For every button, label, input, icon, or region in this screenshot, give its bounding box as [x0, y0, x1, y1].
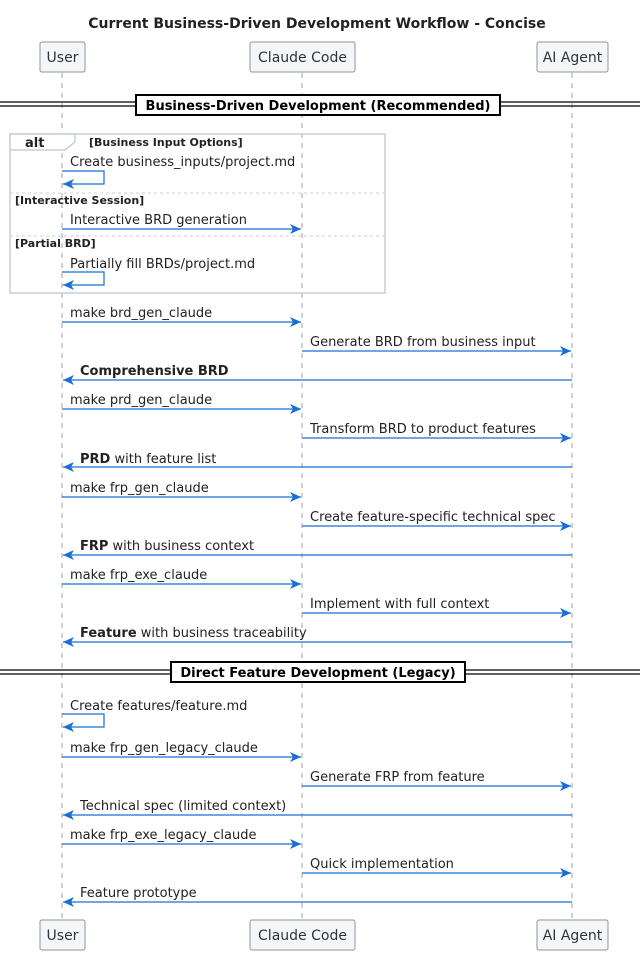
- message-label: PRD with feature list: [80, 452, 216, 467]
- message-make-brd-gen-claude: make brd_gen_claude: [62, 306, 301, 327]
- message-feature-prototype: Feature prototype: [63, 886, 572, 907]
- message-make-prd-gen-claude: make prd_gen_claude: [62, 393, 301, 414]
- alt-guard-business-input: [Business Input Options]: [89, 136, 243, 149]
- message-make-frp-exe-legacy-claude: make frp_exe_legacy_claude: [62, 828, 301, 849]
- alt-guard-partial-brd: [Partial BRD]: [15, 237, 96, 250]
- message-prd-with-feature-list: PRD with feature list: [63, 452, 572, 472]
- participant-user-label: User: [47, 50, 79, 66]
- message-label: make frp_gen_legacy_claude: [70, 741, 258, 756]
- participant-claude-code-label: Claude Code: [258, 928, 347, 944]
- message-technical-spec-limited: Technical spec (limited context): [63, 799, 572, 820]
- message-quick-implementation: Quick implementation: [302, 857, 571, 878]
- message-label: make frp_exe_claude: [70, 568, 207, 583]
- message-feature-with-traceability: Feature with business traceability: [63, 626, 572, 647]
- participant-user-label: User: [47, 928, 79, 944]
- participant-claude-code-bottom: Claude Code: [249, 919, 356, 951]
- alt-guard-interactive: [Interactive Session]: [15, 194, 144, 207]
- section-divider-business: Business-Driven Development (Recommended…: [0, 94, 640, 116]
- message-create-features-md: Create features/feature.md: [62, 699, 247, 732]
- message-interactive-brd-generation: Interactive BRD generation: [62, 213, 301, 234]
- participant-claude-code-top: Claude Code: [249, 41, 356, 73]
- participant-ai-agent-label: AI Agent: [543, 928, 603, 944]
- message-label: Generate BRD from business input: [310, 335, 536, 350]
- diagram-title: Current Business-Driven Development Work…: [88, 16, 545, 32]
- message-partially-fill-brds: Partially fill BRDs/project.md: [62, 257, 255, 290]
- message-make-frp-exe-claude: make frp_exe_claude: [62, 568, 301, 589]
- message-label: Create feature-specific technical spec: [310, 510, 556, 525]
- section-label-business: Business-Driven Development (Recommended…: [146, 99, 491, 114]
- message-frp-with-business-context: FRP with business context: [63, 539, 572, 560]
- participant-claude-code-label: Claude Code: [258, 50, 347, 66]
- participant-ai-agent-top: AI Agent: [536, 41, 609, 73]
- section-label-legacy: Direct Feature Development (Legacy): [180, 666, 455, 681]
- participant-ai-agent-label: AI Agent: [543, 50, 603, 66]
- message-create-business-inputs: Create business_inputs/project.md: [62, 155, 295, 189]
- message-label: make prd_gen_claude: [70, 393, 212, 408]
- message-transform-brd: Transform BRD to product features: [302, 422, 571, 443]
- message-label: Feature prototype: [80, 886, 197, 901]
- message-make-frp-gen-legacy-claude: make frp_gen_legacy_claude: [62, 741, 301, 762]
- message-create-technical-spec: Create feature-specific technical spec: [302, 510, 571, 531]
- message-label: Transform BRD to product features: [309, 422, 536, 437]
- message-label: make frp_gen_claude: [70, 481, 209, 496]
- alt-fragment: alt [Business Input Options] [Interactiv…: [9, 133, 386, 294]
- message-label: Create features/feature.md: [70, 699, 247, 714]
- message-generate-brd: Generate BRD from business input: [302, 335, 571, 356]
- message-make-frp-gen-claude: make frp_gen_claude: [62, 481, 301, 502]
- message-label: Quick implementation: [310, 857, 454, 872]
- participant-ai-agent-bottom: AI Agent: [536, 919, 609, 951]
- message-label: Create business_inputs/project.md: [70, 155, 295, 170]
- message-label: make brd_gen_claude: [70, 306, 212, 321]
- message-label: Feature with business traceability: [80, 626, 307, 641]
- message-comprehensive-brd: Comprehensive BRD: [63, 364, 572, 385]
- message-label: Interactive BRD generation: [70, 213, 247, 228]
- message-label: Implement with full context: [310, 597, 489, 612]
- participant-user-top: User: [39, 41, 86, 73]
- message-label: Technical spec (limited context): [79, 799, 286, 814]
- section-divider-legacy: Direct Feature Development (Legacy): [0, 661, 640, 683]
- message-label: Generate FRP from feature: [310, 770, 485, 785]
- message-label: FRP with business context: [80, 539, 254, 554]
- message-generate-frp-from-feature: Generate FRP from feature: [302, 770, 571, 791]
- message-label: make frp_exe_legacy_claude: [70, 828, 256, 843]
- message-implement-full-context: Implement with full context: [302, 597, 571, 618]
- participant-user-bottom: User: [39, 919, 86, 951]
- message-label: Comprehensive BRD: [80, 364, 229, 379]
- alt-keyword: alt: [25, 136, 44, 151]
- message-label: Partially fill BRDs/project.md: [70, 257, 255, 272]
